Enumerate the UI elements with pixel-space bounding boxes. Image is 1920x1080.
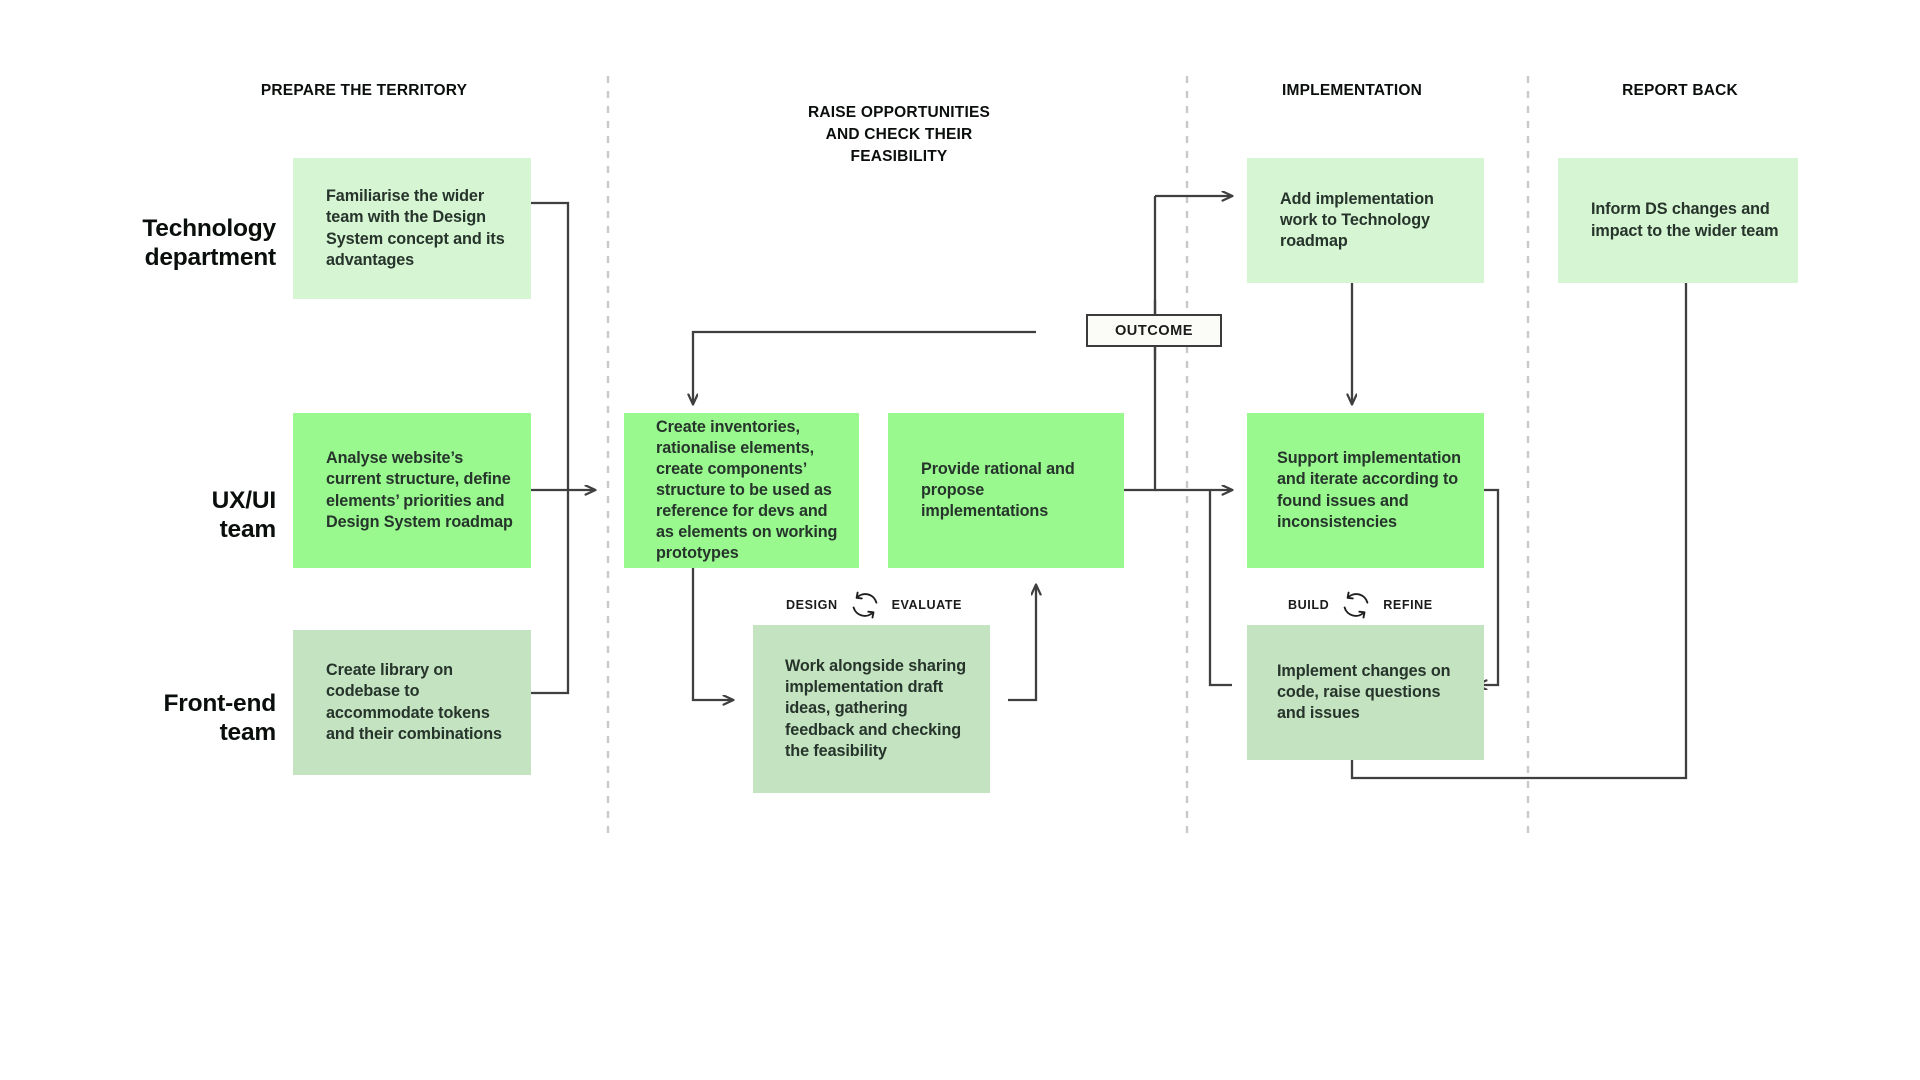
node-familiarise-text: Familiarise the wider team with the Desi… [326, 187, 505, 269]
refresh-cycle-icon [848, 588, 882, 622]
node-support-implementation-text: Support implementation and iterate accor… [1277, 449, 1461, 531]
swimlane-label-frontend: Front-end team [163, 690, 276, 746]
node-add-implementation[interactable]: Add implementation work to Technology ro… [1247, 158, 1484, 283]
node-work-alongside[interactable]: Work alongside sharing implementation dr… [753, 625, 990, 793]
phase-title-implementation: IMPLEMENTATION [1282, 82, 1422, 99]
cycle-left-label-build: BUILD [1288, 598, 1330, 612]
node-create-inventories[interactable]: Create inventories, rationalise elements… [624, 413, 859, 568]
wire-work-to-rational [1008, 585, 1036, 702]
node-inform-ds-text: Inform DS changes and impact to the wide… [1591, 200, 1779, 240]
wire-inventories-to-work [691, 568, 733, 700]
swimlane-label-uxui: UX/UI team [211, 487, 277, 543]
node-inform-ds[interactable]: Inform DS changes and impact to the wide… [1558, 158, 1798, 283]
phase-title-report-back: REPORT BACK [1622, 82, 1738, 99]
cycle-left-label-design: DESIGN [786, 598, 838, 612]
node-support-implementation[interactable]: Support implementation and iterate accor… [1247, 413, 1484, 568]
cycle-right-label-evaluate: EVALUATE [891, 598, 962, 612]
refresh-cycle-icon [1339, 588, 1373, 622]
node-analyse-text: Analyse website’s current structure, def… [326, 449, 513, 531]
outcome-badge-label: OUTCOME [1114, 322, 1194, 339]
node-create-library-text: Create library on codebase to accommodat… [326, 661, 502, 743]
cycle-right-label-refine: REFINE [1383, 598, 1433, 612]
outcome-badge: OUTCOME [1086, 314, 1222, 347]
phase-title-raise: RAISE OPPORTUNITIES AND CHECK THEIR FEAS… [807, 104, 991, 165]
node-familiarise[interactable]: Familiarise the wider team with the Desi… [293, 158, 531, 299]
node-create-library[interactable]: Create library on codebase to accommodat… [293, 630, 531, 775]
node-add-implementation-text: Add implementation work to Technology ro… [1280, 189, 1434, 251]
node-implement-changes[interactable]: Implement changes on code, raise questio… [1247, 625, 1484, 760]
phase-title-prepare: PREPARE THE TERRITORY [260, 82, 468, 99]
wire-familiarise-to-junction [531, 201, 570, 490]
cycle-build-refine: BUILD REFINE [1288, 588, 1433, 622]
node-provide-rational[interactable]: Provide rational and propose implementat… [888, 413, 1124, 568]
node-implement-changes-text: Implement changes on code, raise questio… [1277, 661, 1451, 723]
wire-rational-to-inventories [693, 330, 1036, 404]
node-work-alongside-text: Work alongside sharing implementation dr… [785, 657, 966, 760]
node-create-inventories-text: Create inventories, rationalise elements… [656, 417, 838, 563]
wire-library-to-junction [531, 490, 570, 695]
wire-implement-to-support [1208, 490, 1232, 687]
cycle-design-evaluate: DESIGN EVALUATE [786, 588, 962, 622]
node-analyse[interactable]: Analyse website’s current structure, def… [293, 413, 531, 568]
swimlane-label-technology: Technology department [142, 215, 276, 271]
node-provide-rational-text: Provide rational and propose implementat… [921, 459, 1075, 521]
